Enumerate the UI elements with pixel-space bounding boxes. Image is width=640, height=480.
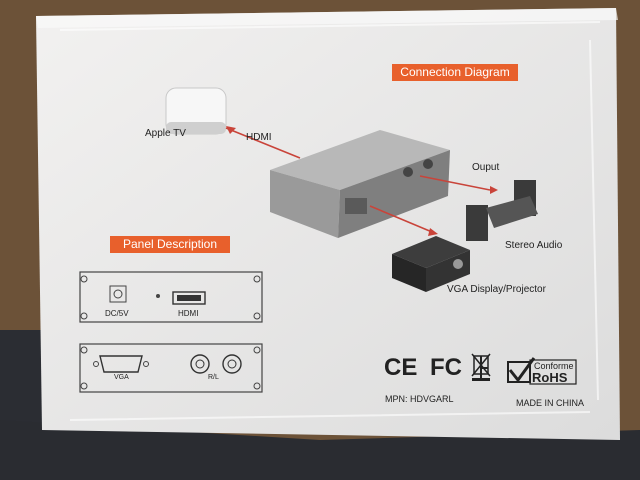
stereo-audio-label: Stereo Audio [505,240,562,251]
converter-audio-port-r [423,159,433,169]
output-label: Ouput [472,162,499,173]
hdmi-link-label: HDMI [246,132,272,143]
made-in-text: MADE IN CHINA [516,398,584,408]
status-led [156,294,160,298]
speaker-left [466,205,488,241]
apple-tv-label: Apple TV [145,128,186,139]
panel-description-title: Panel Description [110,236,230,253]
connection-diagram-title: Connection Diagram [392,64,518,81]
hdmi-port-pins [177,295,201,301]
projector-lens [453,259,463,269]
mpn-text: MPN: HDVGARL [385,394,454,404]
dc-label: DC/5V [105,309,129,318]
vga-label: VGA [114,374,129,381]
rl-label: R/L [208,374,219,381]
converter-vga-port [345,198,367,214]
front-hdmi-label: HDMI [178,309,198,318]
ce-mark: CE [384,354,417,382]
rohs-label: RoHS [532,370,567,385]
converter-audio-port-l [403,167,413,177]
fc-mark: FC [430,354,462,382]
vga-display-label: VGA Display/Projector [447,284,546,295]
